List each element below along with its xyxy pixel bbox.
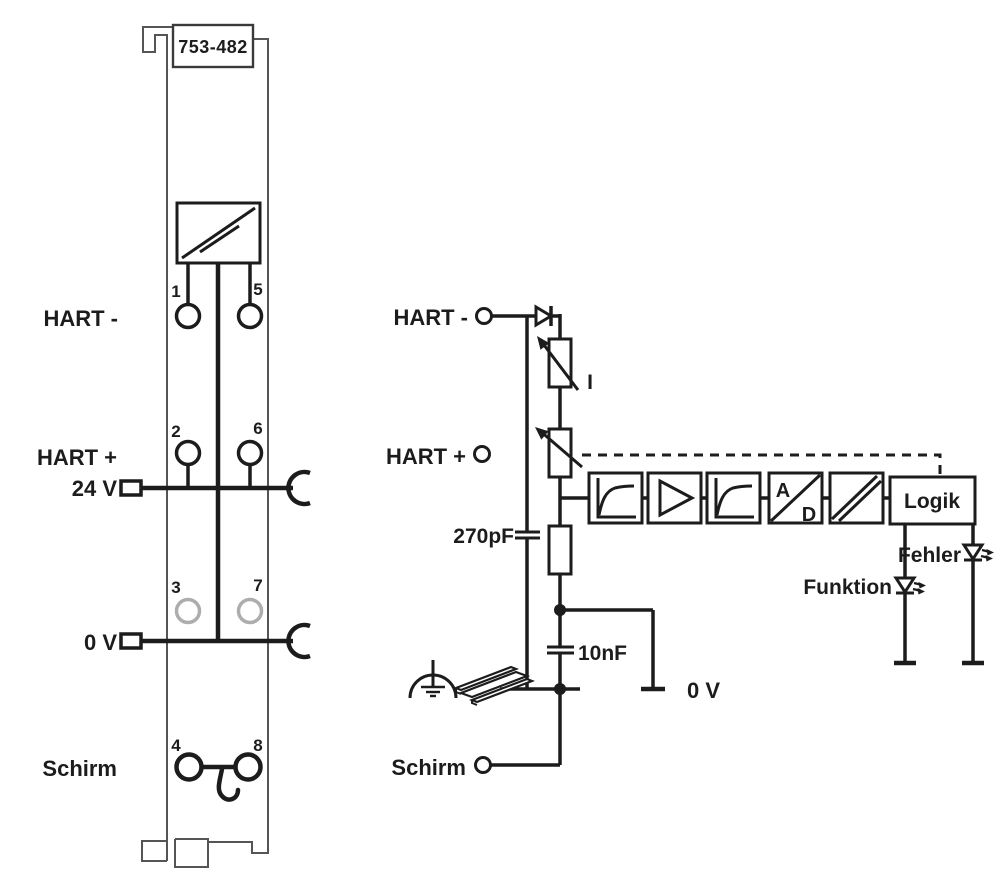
resistor-2-body bbox=[547, 427, 573, 479]
resistor-1-body bbox=[547, 337, 573, 389]
diode-triangle bbox=[534, 304, 554, 328]
filter-2-axes bbox=[714, 478, 754, 519]
amplifier-triangle bbox=[658, 478, 696, 518]
din-rail-channel bbox=[457, 670, 531, 699]
junction-dot-1 bbox=[554, 604, 566, 616]
label-funktion: Funktion bbox=[803, 576, 892, 599]
supply-24v-connector bbox=[119, 479, 143, 497]
module-outline-right bbox=[208, 38, 269, 854]
logic-block: Logik bbox=[888, 475, 977, 526]
resistor bbox=[547, 524, 573, 576]
amplifier-block bbox=[646, 471, 703, 525]
hart-plus-terminal bbox=[473, 445, 491, 463]
shield-hook bbox=[216, 766, 241, 802]
power-jumper-contact-0v bbox=[286, 622, 311, 660]
logic-label: Logik bbox=[904, 490, 960, 513]
module-foot-center bbox=[174, 838, 209, 868]
terminal-5 bbox=[236, 302, 264, 330]
error-led-ray-2-head bbox=[985, 555, 993, 562]
function-led-ray-1-head bbox=[918, 582, 926, 589]
schematic-label-0v: 0 V bbox=[687, 678, 720, 703]
terminal-number-2: 2 bbox=[171, 422, 180, 441]
isolation-diagonal-2 bbox=[837, 479, 883, 523]
filter-block-2 bbox=[705, 471, 762, 525]
function-led-ray-2-head bbox=[917, 588, 925, 595]
module-foot-left bbox=[141, 840, 167, 862]
adjustable-resistor bbox=[535, 427, 583, 479]
terminal-2 bbox=[174, 439, 202, 467]
din-rail-lip-far bbox=[452, 665, 520, 692]
current-source-resistor bbox=[537, 336, 580, 391]
schematic-label-schirm: Schirm bbox=[391, 755, 466, 780]
internal-schematic: I bbox=[386, 304, 994, 780]
isolation-block bbox=[828, 471, 885, 525]
electronics-diagonal-2 bbox=[199, 224, 240, 254]
earth-ground-icon bbox=[408, 660, 458, 699]
schematic-label-hart-plus: HART + bbox=[386, 444, 466, 469]
terminal-number-7: 7 bbox=[253, 576, 262, 595]
diode bbox=[534, 304, 554, 328]
din-rail-lip-near bbox=[468, 677, 536, 704]
filter-block-1 bbox=[587, 471, 644, 525]
resistor-2-arrow-line bbox=[538, 428, 583, 469]
label-10nf: 10nF bbox=[578, 642, 627, 665]
label-0v: 0 V bbox=[84, 630, 117, 655]
part-number-box bbox=[171, 23, 255, 69]
din-rail-icon bbox=[452, 665, 536, 706]
hart-minus-terminal bbox=[475, 307, 493, 325]
isolation-box bbox=[828, 471, 885, 525]
power-jumper-contact-24v bbox=[286, 469, 311, 507]
label-current: I bbox=[587, 371, 593, 394]
schematic-label-hart-minus: HART - bbox=[393, 305, 468, 330]
terminal-number-8: 8 bbox=[253, 736, 262, 755]
terminal-8 bbox=[233, 752, 263, 782]
terminal-number-5: 5 bbox=[253, 280, 262, 299]
filter-1-curve bbox=[597, 484, 635, 516]
isolation-diagonal-1 bbox=[830, 474, 879, 521]
label-hart-plus: HART + bbox=[37, 445, 117, 470]
adc-diagonal bbox=[769, 473, 822, 523]
filter-2-curve bbox=[715, 484, 753, 516]
junction-dot-2 bbox=[554, 683, 566, 695]
label-schirm: Schirm bbox=[42, 756, 117, 781]
label-hart-minus: HART - bbox=[43, 306, 118, 331]
control-dashed-line bbox=[582, 453, 942, 476]
resistor-1-arrow-line bbox=[539, 340, 580, 391]
supply-0v-connector bbox=[119, 632, 143, 650]
terminal-number-1: 1 bbox=[171, 282, 180, 301]
terminal-number-3: 3 bbox=[171, 578, 180, 597]
part-number: 753-482 bbox=[178, 37, 248, 57]
logic-box bbox=[888, 475, 977, 526]
adc-label-d: D bbox=[802, 504, 816, 526]
label-24v: 24 V bbox=[72, 476, 118, 501]
error-led-triangle bbox=[961, 543, 985, 562]
function-led-icon bbox=[893, 576, 926, 595]
din-rail-end-face bbox=[455, 688, 478, 706]
terminal-6 bbox=[236, 439, 264, 467]
electronics-diagonal bbox=[181, 206, 256, 260]
terminal-number-4: 4 bbox=[171, 736, 181, 755]
error-led-ray-1-head bbox=[986, 549, 994, 556]
capacitor-270pf bbox=[515, 530, 540, 540]
terminal-1 bbox=[174, 302, 202, 330]
terminal-number-6: 6 bbox=[253, 419, 262, 438]
capacitor-10nf bbox=[547, 645, 574, 655]
error-led-icon bbox=[961, 543, 994, 562]
terminal-7 bbox=[236, 597, 264, 625]
label-fehler: Fehler bbox=[898, 544, 961, 567]
module-outline bbox=[142, 26, 173, 861]
terminal-block-module: 753-482 1 5 bbox=[37, 23, 311, 868]
terminal-4 bbox=[174, 752, 204, 782]
function-led-triangle bbox=[893, 576, 917, 595]
resistor-2-arrow-head bbox=[535, 427, 549, 440]
filter-1-axes bbox=[596, 478, 636, 519]
resistor-1-arrow-head bbox=[537, 336, 550, 350]
adc-label-a: A bbox=[776, 480, 790, 502]
schirm-terminal bbox=[474, 756, 492, 774]
adc-block: A D bbox=[767, 471, 824, 526]
label-270pf: 270pF bbox=[453, 525, 514, 548]
electronics-symbol bbox=[175, 201, 262, 265]
terminal-3 bbox=[174, 597, 202, 625]
